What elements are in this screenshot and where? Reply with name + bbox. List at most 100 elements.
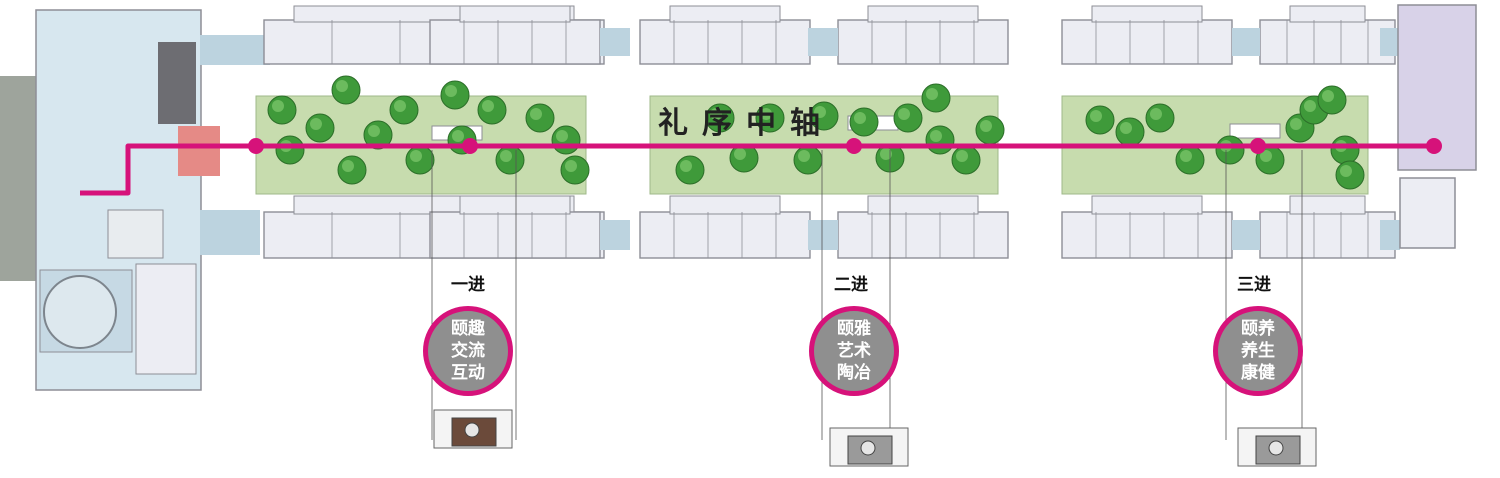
courtyard-structure bbox=[1229, 123, 1281, 139]
axis-title: 礼序中轴 bbox=[658, 106, 834, 141]
tree-highlight bbox=[898, 108, 910, 120]
building-bottom-wing bbox=[459, 195, 571, 215]
tree-highlight bbox=[452, 130, 464, 142]
axis-node-icon bbox=[1250, 138, 1266, 154]
pavilion-roof bbox=[1268, 440, 1284, 456]
theme-line: 颐趣 bbox=[451, 319, 485, 339]
theme-line: 陶冶 bbox=[837, 363, 871, 383]
building-bottom-wing bbox=[1289, 195, 1366, 215]
corridor-bottom bbox=[200, 210, 260, 255]
round-hall bbox=[43, 275, 117, 349]
tree-highlight bbox=[1260, 150, 1272, 162]
building-top bbox=[1259, 19, 1396, 65]
corridor-top bbox=[200, 35, 270, 65]
court-label-1: 一进 bbox=[451, 275, 485, 295]
tree-highlight bbox=[798, 150, 810, 162]
leader-lines bbox=[431, 150, 1303, 440]
tree-highlight bbox=[956, 150, 968, 162]
building-top-wing bbox=[669, 5, 781, 23]
axis-node-icon bbox=[462, 138, 478, 154]
theme-line: 颐雅 bbox=[837, 319, 871, 339]
pavilions bbox=[433, 409, 1317, 467]
theme-line: 艺术 bbox=[837, 341, 871, 361]
theme-circle-2: 颐雅 艺术 陶冶 bbox=[809, 306, 899, 396]
building-bottom-wing bbox=[1091, 195, 1203, 215]
building-top bbox=[1061, 19, 1233, 65]
building-top bbox=[429, 19, 601, 65]
tree-highlight bbox=[368, 125, 380, 137]
building-top-wing bbox=[867, 5, 979, 23]
tree-highlight bbox=[1322, 90, 1334, 102]
tree-highlight bbox=[854, 112, 866, 124]
building-top-wing bbox=[1289, 5, 1366, 23]
theme-line: 交流 bbox=[451, 341, 485, 361]
tree-highlight bbox=[445, 85, 457, 97]
tree-highlight bbox=[1304, 100, 1316, 112]
corridor bbox=[808, 220, 838, 250]
tree-highlight bbox=[272, 100, 284, 112]
court-label-3: 三进 bbox=[1237, 275, 1271, 295]
theme-circle-3: 颐养 养生 康健 bbox=[1213, 306, 1303, 396]
tree-highlight bbox=[1180, 150, 1192, 162]
building-top bbox=[837, 19, 1009, 65]
tree-highlight bbox=[1120, 122, 1132, 134]
tree-highlight bbox=[880, 148, 892, 160]
tree-highlight bbox=[565, 160, 577, 172]
tree-highlight bbox=[530, 108, 542, 120]
theme-line: 颐养 bbox=[1241, 319, 1275, 339]
tree-highlight bbox=[342, 160, 354, 172]
building-bottom bbox=[837, 211, 1009, 259]
axis-nodes bbox=[248, 138, 1442, 154]
building-bottom bbox=[639, 211, 811, 259]
side-rooms bbox=[135, 263, 197, 375]
tree-highlight bbox=[930, 130, 942, 142]
theme-circle-1: 颐趣 交流 互动 bbox=[423, 306, 513, 396]
axis-node-icon bbox=[846, 138, 862, 154]
building-bottom bbox=[1259, 211, 1396, 259]
entrance-plaza bbox=[0, 76, 36, 281]
tree-highlight bbox=[1340, 165, 1352, 177]
corridor bbox=[600, 220, 630, 250]
tree-highlight bbox=[394, 100, 406, 112]
tree-highlight bbox=[410, 150, 422, 162]
tree-highlight bbox=[336, 80, 348, 92]
pavilion-roof bbox=[860, 440, 876, 456]
building-top-wing bbox=[459, 5, 571, 23]
corridor bbox=[1232, 220, 1260, 250]
corridor bbox=[600, 28, 630, 56]
theme-line: 互动 bbox=[451, 363, 485, 383]
tree-highlight bbox=[482, 100, 494, 112]
building-bottom-wing bbox=[669, 195, 781, 215]
end-building-annex bbox=[1399, 177, 1456, 249]
tree-highlight bbox=[734, 148, 746, 160]
building-bottom bbox=[1061, 211, 1233, 259]
corridor bbox=[1380, 220, 1400, 250]
theme-line: 康健 bbox=[1241, 363, 1275, 383]
tree-highlight bbox=[310, 118, 322, 130]
tree-highlight bbox=[760, 108, 772, 120]
tree-highlight bbox=[556, 130, 568, 142]
axis-node-icon bbox=[248, 138, 264, 154]
corridor bbox=[1380, 28, 1400, 56]
entry-connector bbox=[178, 126, 220, 176]
tree-highlight bbox=[1290, 118, 1302, 130]
ceremonial-axis-line bbox=[80, 143, 1436, 196]
corridor bbox=[1232, 28, 1260, 56]
tree-highlight bbox=[710, 108, 722, 120]
axis-node-icon bbox=[1426, 138, 1442, 154]
corridor bbox=[808, 28, 838, 56]
tree-highlight bbox=[680, 160, 692, 172]
main-building-dark-room bbox=[158, 42, 196, 124]
tree-highlight bbox=[1090, 110, 1102, 122]
tree-highlight bbox=[926, 88, 938, 100]
building-bottom-wing bbox=[867, 195, 979, 215]
tree-highlight bbox=[500, 150, 512, 162]
tree-highlight bbox=[1150, 108, 1162, 120]
residential-buildings bbox=[263, 5, 1400, 259]
tree-highlight bbox=[980, 120, 992, 132]
court-label-2: 二进 bbox=[834, 275, 868, 295]
pavilion-roof bbox=[464, 422, 480, 438]
tree-highlight bbox=[814, 106, 826, 118]
